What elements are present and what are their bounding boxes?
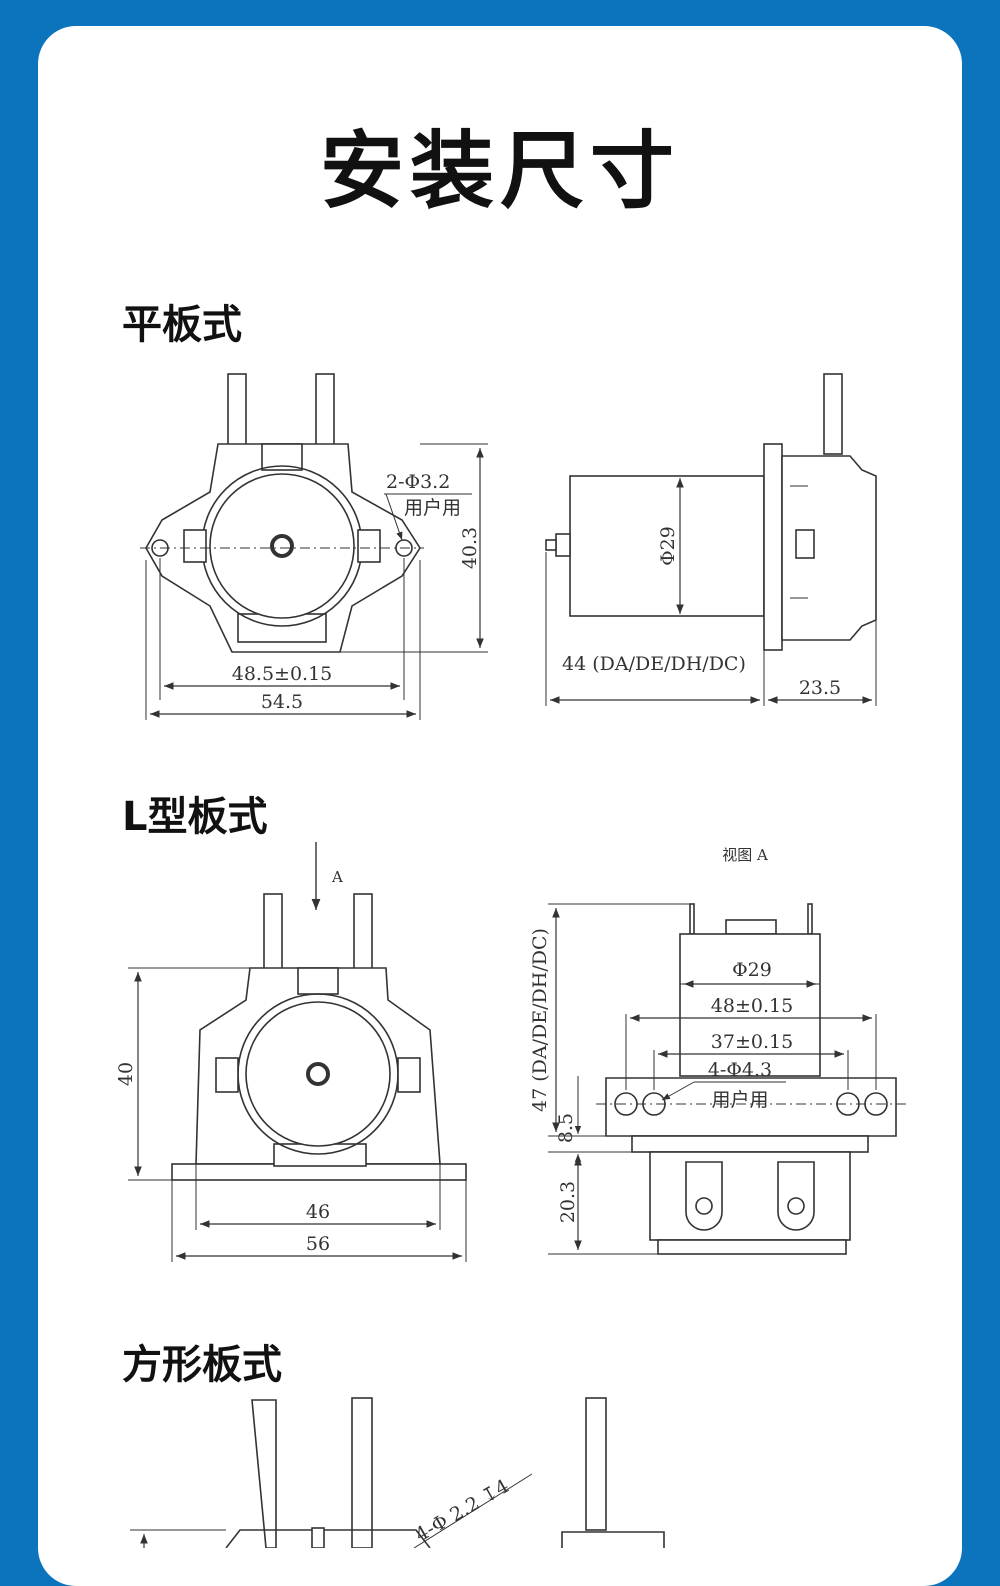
flat-dim-diameter: Φ29 xyxy=(657,526,679,566)
page-title: 安装尺寸 xyxy=(319,122,680,220)
technical-drawing: 2-Φ3.2 用户用 40.3 48.5±0.15 54.5 Φ29 44 (D… xyxy=(115,373,906,1548)
l-type-view-title: 视图 A xyxy=(722,846,768,864)
l-type-view-a xyxy=(548,903,906,1255)
section-heading-square: 方形板式 xyxy=(122,1342,282,1388)
flat-dim-hole-span: 48.5±0.15 xyxy=(232,663,333,685)
flat-dim-width: 54.5 xyxy=(261,691,303,713)
l-type-dim-motor-length: 47 (DA/DE/DH/DC) xyxy=(529,928,551,1112)
flat-dim-motor-length: 44 (DA/DE/DH/DC) xyxy=(562,653,746,675)
l-type-dim-height: 40 xyxy=(115,1062,137,1086)
l-type-hole-label: 4-Φ4.3 xyxy=(708,1059,772,1081)
l-type-dim-inner-width: 46 xyxy=(306,1201,330,1223)
flat-side-view xyxy=(545,373,877,706)
l-type-dim-plate: 8.5 xyxy=(555,1113,577,1143)
content-card xyxy=(38,26,962,1586)
l-type-view-arrow-label: A xyxy=(331,868,343,886)
square-side-view xyxy=(561,1397,665,1548)
l-type-front-view xyxy=(128,842,467,1262)
square-hole-label: 4-Φ 2.2 ↧4 xyxy=(412,1475,513,1546)
flat-dim-head-length: 23.5 xyxy=(799,677,841,699)
l-type-user-label: 用户用 xyxy=(711,1089,768,1111)
section-heading-flat: 平板式 xyxy=(122,302,242,348)
l-type-dim-diameter: Φ29 xyxy=(732,959,772,981)
l-type-dim-span-inner: 37±0.15 xyxy=(711,1031,793,1053)
flat-user-label: 用户用 xyxy=(404,497,461,519)
l-type-dim-head: 20.3 xyxy=(557,1181,579,1223)
flat-front-view xyxy=(140,373,488,720)
flat-hole-label: 2-Φ3.2 xyxy=(386,471,450,493)
l-type-dim-outer-width: 56 xyxy=(306,1233,330,1255)
l-type-dim-span-outer: 48±0.15 xyxy=(711,995,793,1017)
flat-dim-height: 40.3 xyxy=(459,527,481,569)
section-heading-l-type: L型板式 xyxy=(122,794,268,840)
square-front-view xyxy=(130,1397,533,1548)
